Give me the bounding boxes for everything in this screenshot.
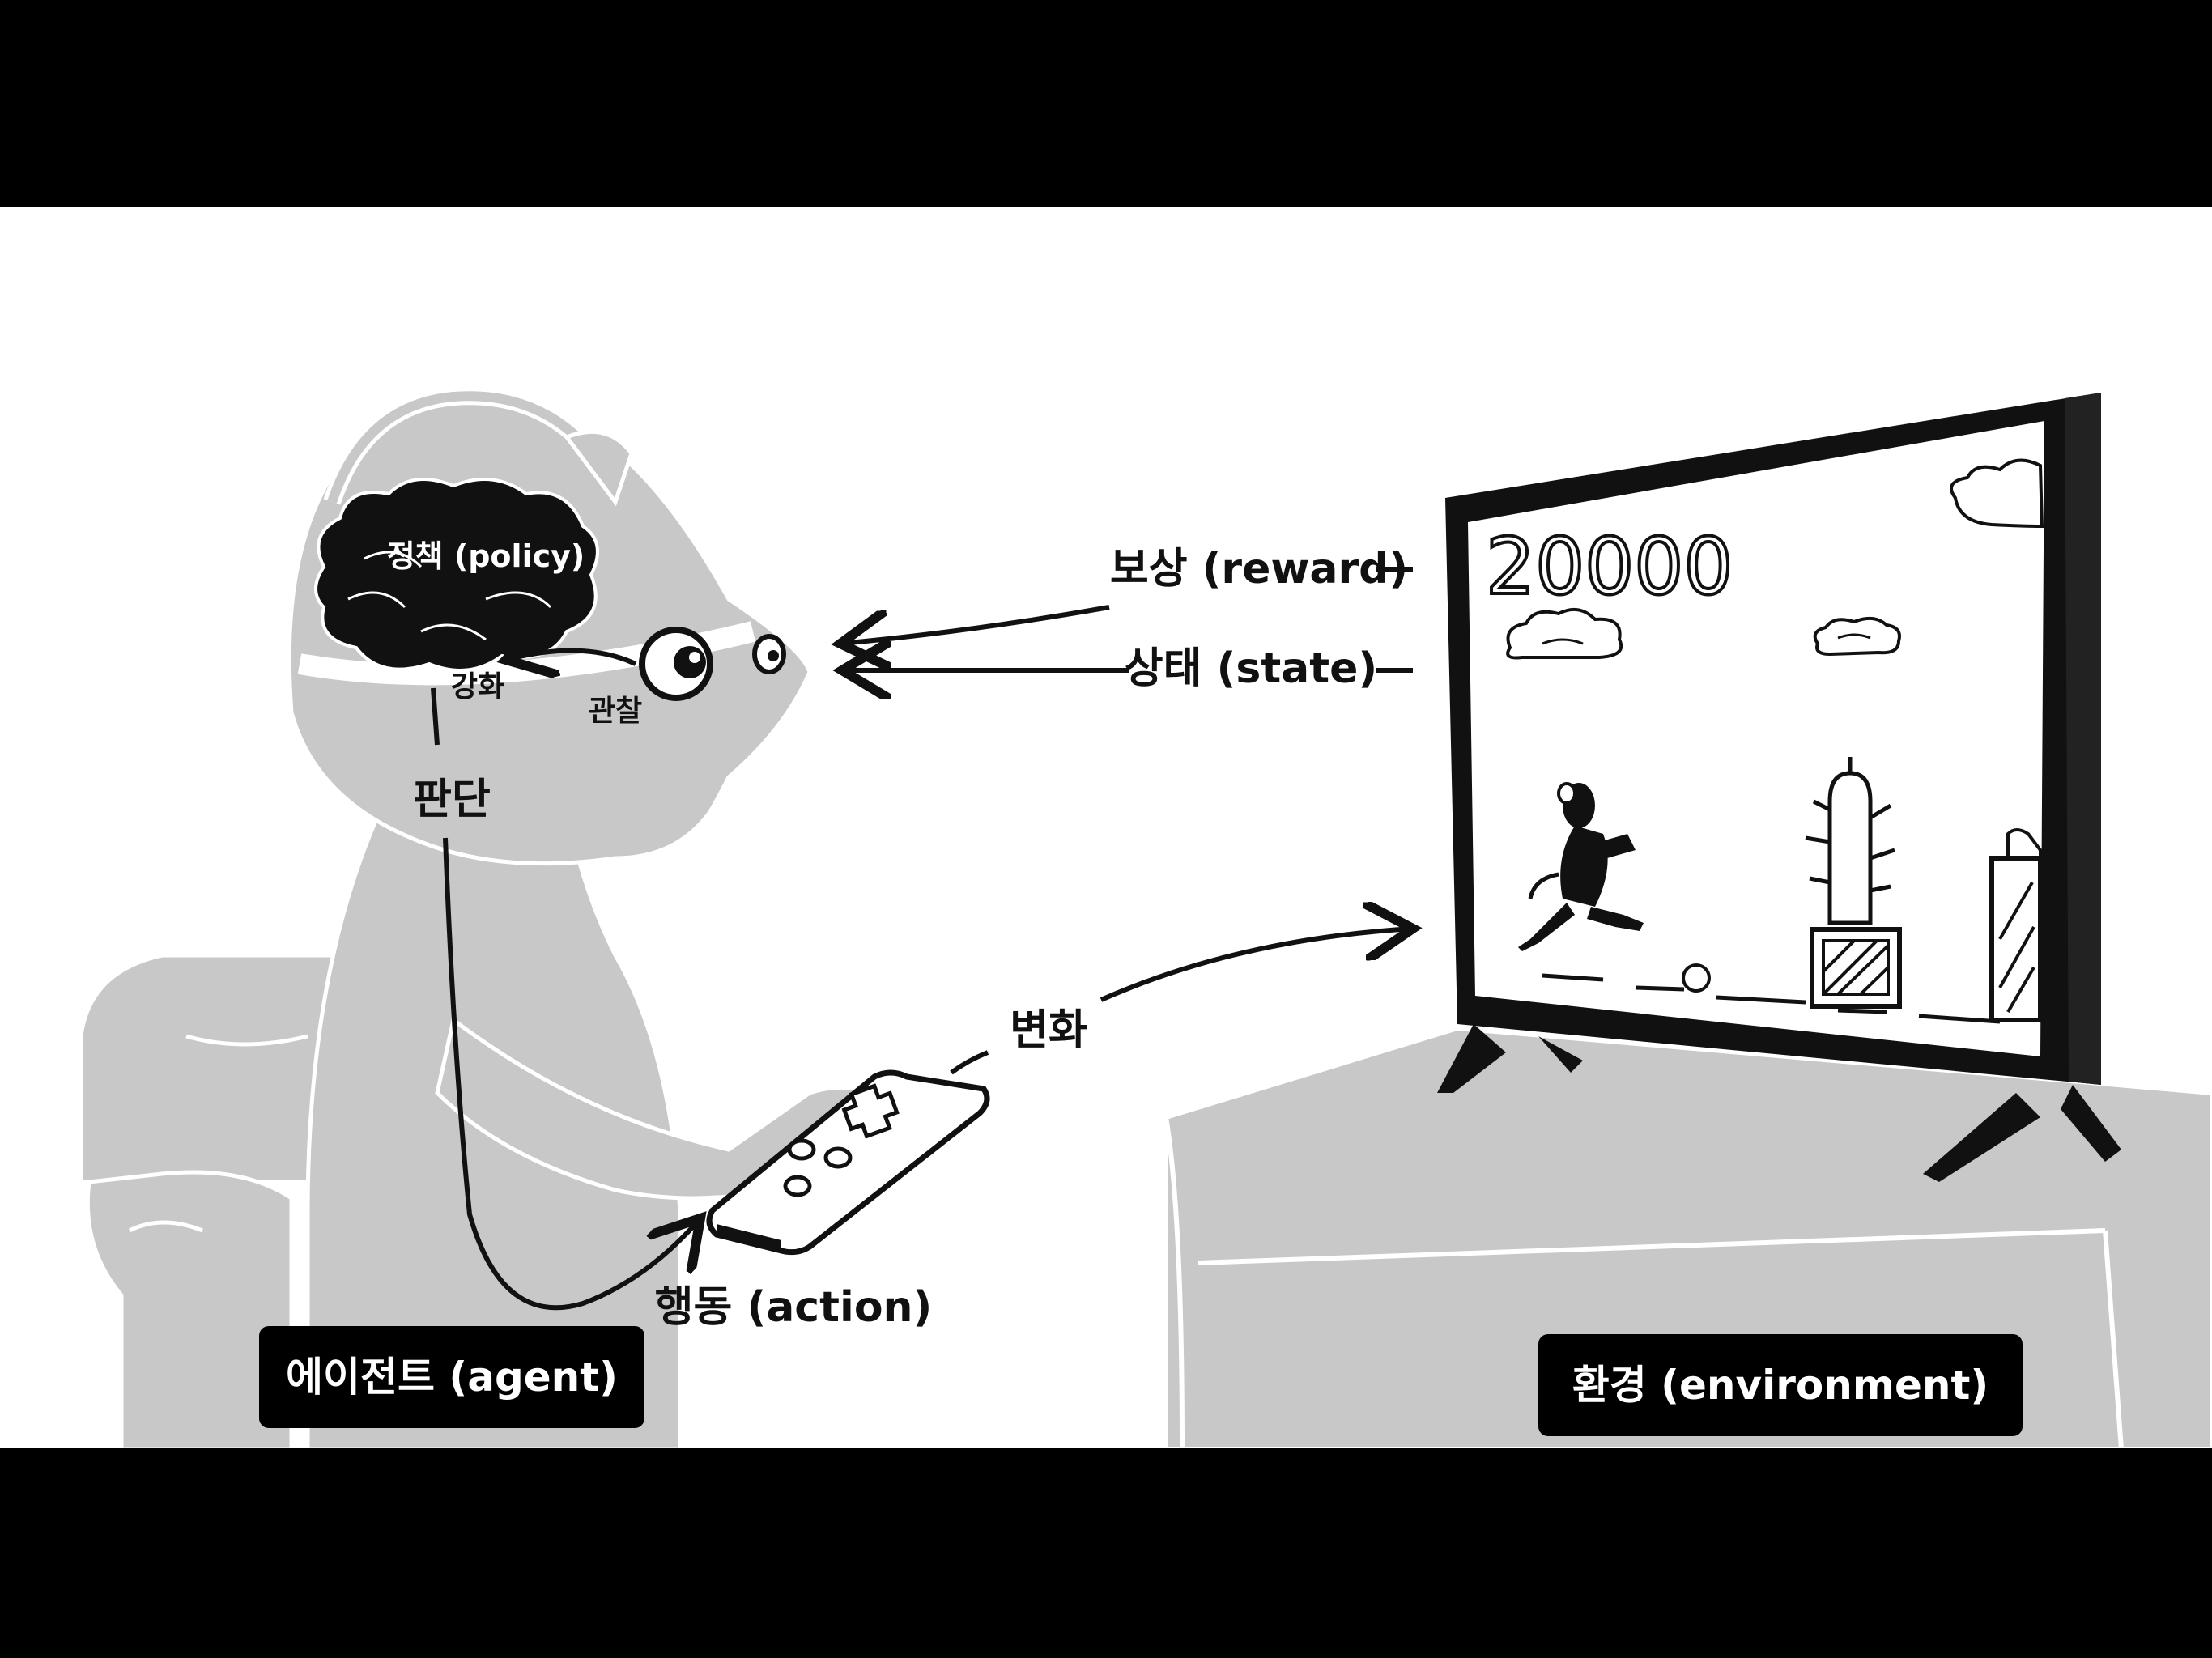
television: 20000 <box>1437 393 2121 1182</box>
cloud-icon <box>1506 458 2044 660</box>
change-arrow <box>1100 929 1413 1002</box>
reward-label: 보상 (reward) <box>1110 545 1408 593</box>
tv-screen <box>1468 421 2044 1056</box>
cookie-icon <box>1682 963 1711 993</box>
brain-icon: 정책 (policy) <box>314 478 599 672</box>
game-controller-icon <box>706 1069 990 1256</box>
policy-label: 정책 (policy) <box>387 538 585 574</box>
observing-eye-icon <box>639 627 713 701</box>
agent-label: 에이전트 (agent) <box>286 1354 618 1401</box>
change-label: 변화 <box>1010 1006 1087 1055</box>
action-arrow <box>443 837 700 1311</box>
bottom-letterbox <box>0 1448 2212 1658</box>
action-label: 행동 (action) <box>655 1283 933 1332</box>
environment-tag: 환경 (environment) <box>1538 1334 2023 1436</box>
armchair <box>79 953 383 1448</box>
change-line-start <box>950 1050 989 1075</box>
observe-to-reinforce-arrow <box>506 651 637 664</box>
game-score: 20000 <box>1486 521 1733 612</box>
edge-obstacle-icon <box>1989 828 2043 1022</box>
reward-arrow <box>840 605 1110 644</box>
runner-rat-icon <box>1518 782 1644 951</box>
diagram-canvas: 정책 (policy) 강화 관찰 판단 행동 (action) <box>0 207 2212 1448</box>
top-letterbox <box>0 0 2212 207</box>
observe-label: 관찰 <box>589 695 642 728</box>
reinforce-label: 강화 <box>451 670 504 704</box>
judgment-line-top <box>431 687 440 746</box>
ground-lines <box>1542 973 2001 1024</box>
state-label: 상태 (state) <box>1125 644 1377 693</box>
environment-label: 환경 (environment) <box>1572 1362 1989 1409</box>
cactus-obstacle-icon <box>1805 757 1902 1009</box>
judgment-label: 판단 <box>413 776 491 824</box>
agent-tag: 에이전트 (agent) <box>259 1326 644 1428</box>
rl-diagram: 정책 (policy) 강화 관찰 판단 행동 (action) <box>79 387 2212 1448</box>
